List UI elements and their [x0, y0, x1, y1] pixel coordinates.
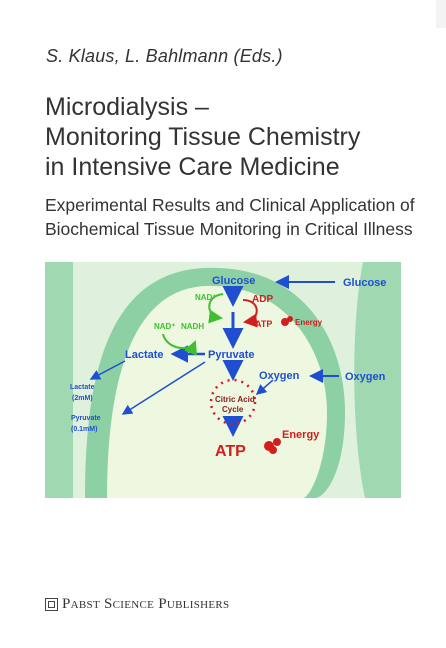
cell-wall-right — [354, 262, 401, 498]
pyruvate-label: Pyruvate — [208, 349, 254, 361]
glucose-source-label: Glucose — [343, 277, 386, 289]
citric-cycle-ring — [209, 378, 257, 426]
energy-small-label: Energy — [295, 318, 323, 327]
arrow-pyruvate-out — [121, 361, 206, 415]
energy-star-small — [287, 316, 293, 322]
book-subtitle: Experimental Results and Clinical Applic… — [45, 193, 415, 241]
nadh-loop — [162, 333, 198, 356]
book-title: Microdialysis – Monitoring Tissue Chemis… — [45, 92, 360, 182]
energy-star-large — [269, 446, 277, 454]
arrow-oxygen-cycle — [255, 379, 274, 395]
atp-large-label: ATP — [215, 443, 246, 460]
lactate-conc-label: (2mM) — [72, 395, 93, 402]
title-line: Microdialysis – — [45, 93, 209, 121]
publisher-name: Pabst Science Publishers — [62, 596, 230, 612]
energy-large-label: Energy — [282, 429, 320, 441]
lactate-label: Lactate — [125, 349, 164, 361]
pyruvate-out-label: Pyruvate — [71, 415, 101, 422]
title-line: Monitoring Tissue Chemistry — [45, 123, 361, 151]
title-line: in Intensive Care Medicine — [45, 153, 340, 181]
citric-cycle-label: Cycle — [222, 405, 244, 414]
lactate-out-label: Lactate — [70, 384, 95, 391]
editors: S. Klaus, L. Bahlmann (Eds.) — [46, 46, 283, 66]
arrow-lactate-out — [89, 360, 126, 380]
oxygen-label: Oxygen — [259, 370, 300, 382]
pyruvate-conc-label: (0.1mM) — [71, 426, 97, 433]
adp-atp-loop — [242, 299, 258, 328]
publisher: Pabst Science Publishers — [45, 596, 229, 613]
nadh-label: NADH — [181, 322, 204, 331]
nad-label: NAD⁺ — [195, 293, 217, 302]
atp-small-label: ATP — [255, 319, 272, 329]
citric-cycle-label: Citric Acid — [215, 395, 255, 404]
edge-mark — [436, 0, 446, 28]
nad-label: NAD⁺ — [154, 322, 176, 331]
energy-star-large — [273, 438, 281, 446]
glucose-label: Glucose — [212, 275, 255, 287]
nad-loop — [208, 293, 224, 324]
oxygen-source-label: Oxygen — [345, 371, 386, 383]
subtitle-line: Experimental Results and Clinical Applic… — [45, 195, 415, 215]
subtitle-line: Biochemical Tissue Monitoring in Critica… — [45, 219, 413, 239]
publisher-logo-icon — [45, 598, 58, 611]
energy-star-small — [281, 318, 289, 326]
metabolism-diagram: Glucose Glucose NAD⁺ NAD⁺ NADH ADP ATP E… — [45, 262, 401, 498]
adp-label: ADP — [252, 294, 273, 305]
cell-wall-left — [45, 262, 73, 498]
